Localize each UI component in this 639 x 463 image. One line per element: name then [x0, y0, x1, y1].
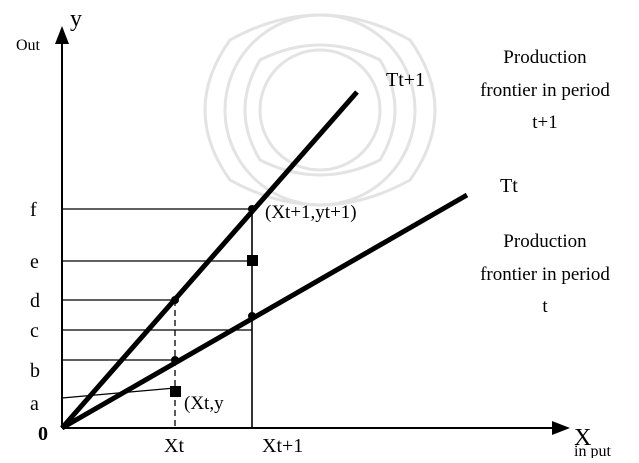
x-tick-xt: Xt [164, 435, 184, 457]
y-tick-e: e [30, 251, 39, 273]
caption-tt1-line2: frontier in period [480, 80, 610, 101]
y-tick-d: d [30, 290, 40, 312]
guide-lines [61, 208, 252, 399]
y-tick-f: f [30, 199, 37, 221]
point-label-lower: (Xt,y [184, 393, 224, 414]
square-marker-lower [170, 386, 181, 397]
caption-tt: Production frontier in period t [480, 231, 610, 317]
point-label-upper: (Xt+1,yt+1) [265, 202, 357, 223]
point-tt-at-xt1 [248, 312, 256, 320]
x-axis-arrow-icon [552, 421, 570, 435]
watermark [203, 13, 437, 207]
caption-tt-line2: frontier in period [480, 264, 610, 285]
caption-tt1: Production frontier in period t+1 [480, 47, 610, 133]
y-tick-b: b [30, 360, 40, 382]
caption-tt1-line3: t+1 [532, 112, 558, 133]
caption-tt-line3: t [542, 296, 548, 317]
x-axis-letter: X [574, 425, 591, 451]
line-name-tt1: Tt+1 [386, 69, 425, 91]
point-tt1-at-xt1 [248, 205, 256, 213]
point-tt-at-xt [171, 356, 179, 364]
point-tt1-at-xt [171, 296, 179, 304]
x-axis-label: in put [574, 443, 611, 458]
x-tick-xt1: Xt+1 [262, 435, 303, 457]
frontier-tt1-line [60, 90, 359, 430]
y-axis-letter: y [70, 6, 82, 32]
square-marker-upper [247, 255, 258, 266]
y-tick-a: a [30, 393, 39, 415]
caption-tt1-line1: Production [503, 47, 587, 68]
y-tick-c: c [30, 320, 39, 342]
frontier-tt-line [60, 192, 469, 431]
caption-tt-line1: Production [503, 231, 587, 252]
y-axis-arrow-icon [55, 26, 69, 44]
y-axis-label: Out [16, 37, 41, 54]
line-name-tt: Tt [500, 175, 518, 197]
origin-label: 0 [38, 423, 48, 445]
